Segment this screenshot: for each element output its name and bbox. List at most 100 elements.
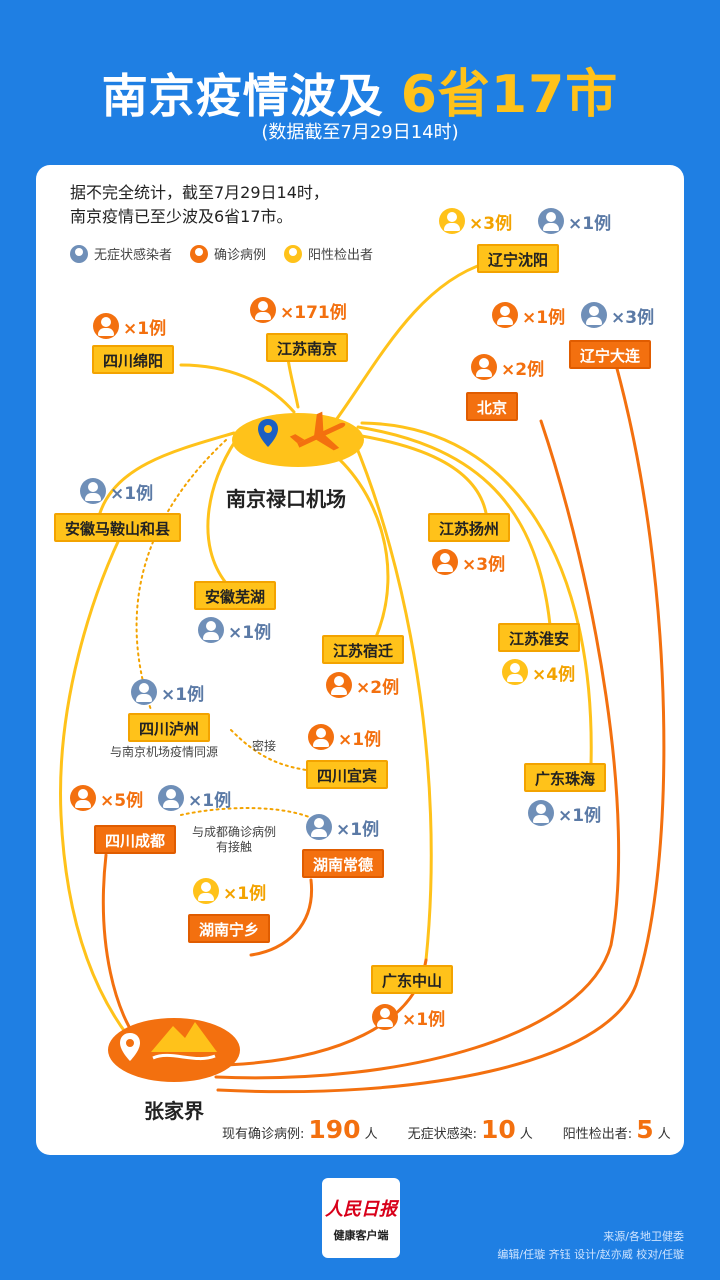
credit-staff: 编辑/任璇 齐钰 设计/赵亦威 校对/任璇 bbox=[497, 1248, 684, 1261]
person-icon bbox=[80, 478, 106, 504]
title-highlight: 6省17市 bbox=[400, 65, 619, 125]
city-yangzhou: 江苏扬州 bbox=[428, 513, 511, 542]
route-wuhu bbox=[206, 438, 238, 585]
count-wuhu-asymptomatic: ×1例 bbox=[198, 617, 271, 643]
note-luzhou-source: 与南京机场疫情同源 bbox=[110, 745, 219, 759]
count-huaian-positive: ×4例 bbox=[502, 659, 575, 685]
city-zhongshan: 广东中山 bbox=[371, 965, 454, 994]
person-icon bbox=[492, 302, 518, 328]
city-zhuhai: 广东珠海 bbox=[524, 763, 607, 792]
person-icon bbox=[193, 878, 219, 904]
person-icon bbox=[326, 672, 352, 698]
route-changde-zjj bbox=[249, 878, 314, 957]
location-pin-icon bbox=[258, 419, 278, 447]
count-luzhou-asymptomatic: ×1例 bbox=[131, 679, 204, 705]
person-icon bbox=[432, 549, 458, 575]
city-shenyang: 辽宁沈阳 bbox=[477, 244, 560, 273]
count-changde-asymptomatic: ×1例 bbox=[306, 814, 379, 840]
city-wuhu: 安徽芜湖 bbox=[194, 581, 277, 610]
count-maanshan-asymptomatic: ×1例 bbox=[80, 478, 153, 504]
person-icon bbox=[528, 800, 554, 826]
person-icon bbox=[70, 244, 88, 263]
mountain-icon bbox=[151, 1022, 217, 1061]
city-huaian: 江苏淮安 bbox=[498, 623, 581, 652]
route-huaian bbox=[356, 425, 552, 627]
count-dalian-asymptomatic: ×3例 bbox=[581, 302, 654, 328]
person-icon bbox=[250, 297, 276, 323]
person-icon bbox=[93, 313, 119, 339]
peoples-daily-logo: 人民日报 健康客户端 bbox=[322, 1178, 400, 1258]
location-pin-icon bbox=[120, 1033, 140, 1061]
map-card: 据不完全统计，截至7月29日14时， 南京疫情已至少波及6省17市。 无症状感染… bbox=[36, 165, 684, 1155]
city-changde: 湖南常德 bbox=[302, 849, 385, 878]
total-asymptomatic: 10 bbox=[480, 1115, 516, 1144]
city-chengdu: 四川成都 bbox=[94, 825, 177, 854]
count-suqian-confirmed: ×2例 bbox=[326, 672, 399, 698]
route-maanshan-zjj bbox=[59, 523, 133, 1042]
subtitle: (数据截至7月29日14时) bbox=[261, 122, 459, 143]
route-zhuhai bbox=[360, 421, 593, 767]
count-chengdu-asymptomatic: ×1例 bbox=[158, 785, 231, 811]
airport-label: 南京禄口机场 bbox=[226, 487, 346, 511]
legend: 无症状感染者 确诊病例 阳性检出者 bbox=[70, 244, 373, 263]
route-zhongshan bbox=[352, 439, 433, 962]
city-nanjing: 江苏南京 bbox=[266, 333, 349, 362]
person-icon bbox=[308, 724, 334, 750]
person-icon bbox=[439, 208, 465, 234]
intro-line-1: 据不完全统计，截至7月29日14时， bbox=[70, 183, 329, 202]
total-confirmed: 190 bbox=[308, 1115, 361, 1144]
city-ningxiang: 湖南宁乡 bbox=[188, 914, 271, 943]
person-icon bbox=[502, 659, 528, 685]
route-shenyang bbox=[334, 261, 488, 422]
route-mianyang bbox=[179, 363, 296, 414]
zhangjiajie-label: 张家界 bbox=[144, 1099, 204, 1123]
note-chengdu-contact: 与成都确诊病例有接触 bbox=[192, 825, 277, 854]
city-suqian: 江苏宿迁 bbox=[322, 635, 405, 664]
note-close-contact: 密接 bbox=[252, 739, 277, 753]
person-icon bbox=[538, 208, 564, 234]
dotted-chengdu-changde bbox=[180, 807, 317, 821]
person-icon bbox=[70, 785, 96, 811]
route-nanjing bbox=[286, 355, 300, 409]
city-beijing: 北京 bbox=[466, 392, 519, 421]
airplane-icon bbox=[289, 411, 346, 451]
count-yangzhou-confirmed: ×3例 bbox=[432, 549, 505, 575]
route-dalian-zjj bbox=[216, 363, 666, 1094]
city-maanshan: 安徽马鞍山和县 bbox=[54, 513, 182, 542]
dotted-luzhou-yibin bbox=[230, 729, 307, 771]
person-icon bbox=[284, 244, 303, 263]
legend-asymptomatic: 无症状感染者 bbox=[70, 244, 172, 263]
count-ningxiang-positive: ×1例 bbox=[193, 878, 266, 904]
route-suqian bbox=[324, 446, 390, 639]
city-luzhou: 四川泸州 bbox=[128, 713, 211, 742]
person-icon bbox=[581, 302, 607, 328]
intro-line-2: 南京疫情已至少波及6省17市。 bbox=[70, 207, 293, 226]
legend-positive: 阳性检出者 bbox=[284, 244, 373, 263]
person-icon bbox=[306, 814, 332, 840]
count-chengdu-confirmed: ×5例 bbox=[70, 785, 143, 811]
person-icon bbox=[471, 354, 497, 380]
person-icon bbox=[372, 1004, 398, 1030]
dotted-luzhou-airport bbox=[135, 439, 227, 711]
route-chengdu-zjj bbox=[101, 853, 143, 1047]
totals-bar: 现有确诊病例: 190 人 无症状感染: 10 人 阳性检出者: 5 人 bbox=[222, 1115, 671, 1144]
city-mianyang: 四川绵阳 bbox=[92, 345, 175, 374]
count-zhuhai-asymptomatic: ×1例 bbox=[528, 800, 601, 826]
page-title: 南京疫情波及 6省17市 bbox=[0, 52, 720, 127]
count-beijing-confirmed: ×2例 bbox=[471, 354, 544, 380]
route-beijing-zjj bbox=[214, 419, 621, 1080]
person-icon bbox=[131, 679, 157, 705]
count-nanjing-confirmed: ×171例 bbox=[250, 297, 347, 323]
legend-confirmed: 确诊病例 bbox=[190, 244, 266, 263]
count-dalian-confirmed: ×1例 bbox=[492, 302, 565, 328]
person-icon bbox=[190, 244, 209, 263]
route-maanshan bbox=[98, 431, 236, 515]
credit-source: 来源/各地卫健委 bbox=[603, 1230, 684, 1243]
person-icon bbox=[198, 617, 224, 643]
city-yibin: 四川宜宾 bbox=[306, 760, 389, 789]
route-yangzhou bbox=[354, 433, 488, 515]
count-shenyang-positive: ×3例 bbox=[439, 208, 512, 234]
route-map bbox=[59, 261, 666, 1094]
count-shenyang-asymptomatic: ×1例 bbox=[538, 208, 611, 234]
person-icon bbox=[158, 785, 184, 811]
